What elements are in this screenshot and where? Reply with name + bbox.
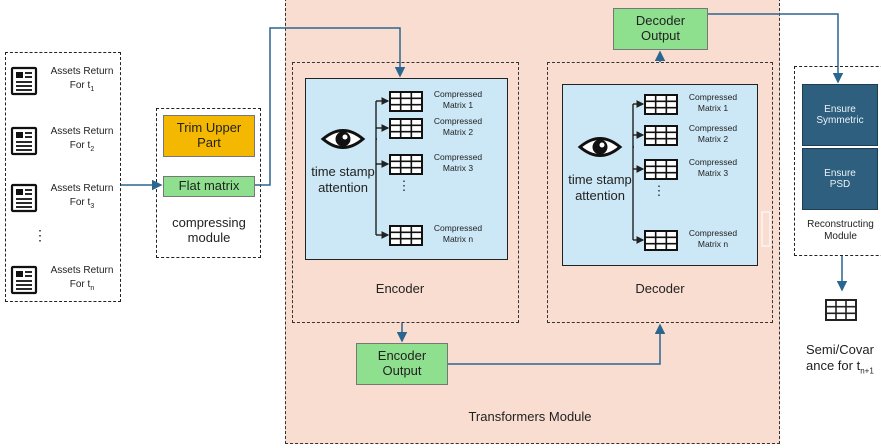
matrix-grid-icon xyxy=(389,118,423,139)
matrix-ellipsis: ⋮ xyxy=(397,178,411,193)
input-label: Assets Return xyxy=(50,66,114,77)
eye-icon xyxy=(320,129,366,149)
matrix-label: Compressed xyxy=(688,123,738,133)
matrix-label: Compressed xyxy=(433,152,483,162)
arrow-decoder-output-to-reconstruct xyxy=(708,13,844,84)
input-sub-index: 1 xyxy=(90,86,95,93)
trim-upper-part-box: Trim Upper Part xyxy=(163,115,255,157)
transformers-module-label: Transformers Module xyxy=(468,409,592,424)
output-label-line2: ance for tn+1 xyxy=(806,358,881,377)
output-label-prefix: ance for t xyxy=(806,358,861,374)
decoder-output-box: Decoder Output xyxy=(613,8,708,50)
matrix-label-index: Matrix 3 xyxy=(697,168,729,178)
matrix-label-index: Matrix 3 xyxy=(442,163,474,173)
decoder-panel xyxy=(547,62,773,323)
decoder-output-label: Decoder Output xyxy=(635,13,686,43)
input-label: Assets Return xyxy=(50,183,114,194)
output-label: Semi/Covar ance for tn+1 xyxy=(800,342,881,377)
document-icon xyxy=(10,126,38,156)
ensure-symmetric-label: Ensure Symmetric xyxy=(816,103,864,127)
reconstructing-module-label: Reconstructing Module xyxy=(807,219,874,242)
input-label: Assets Return xyxy=(50,265,114,276)
ensure-symmetric-box: Ensure Symmetric xyxy=(802,84,878,146)
flat-matrix-label: Flat matrix xyxy=(178,178,240,194)
encoder-output-box: Encoder Output xyxy=(356,343,448,385)
input-sub-prefix: For t xyxy=(69,279,91,290)
flat-matrix-box: Flat matrix xyxy=(163,176,255,197)
input-sub: For t3 xyxy=(46,197,118,211)
input-sub-prefix: For t xyxy=(69,80,91,91)
input-sub-prefix: For t xyxy=(69,197,91,208)
matrix-label-index: Matrix 1 xyxy=(697,103,729,113)
arrow-encoder-output-to-decoder xyxy=(448,323,666,365)
input-sub: For tn xyxy=(46,279,118,293)
matrix-label: Compressed xyxy=(688,157,738,167)
attention-label: time stamp attention xyxy=(311,164,375,195)
attention-label: time stamp attention xyxy=(568,172,632,203)
ensure-psd-box: Ensure PSD xyxy=(802,148,878,210)
input-sub-prefix: For t xyxy=(69,140,91,151)
matrix-grid-icon xyxy=(644,125,678,146)
matrix-label: Compressed xyxy=(433,116,483,126)
trim-upper-part-label: Trim Upper Part xyxy=(176,120,242,150)
input-label: Assets Return xyxy=(50,126,114,137)
matrix-ellipsis: ⋮ xyxy=(652,183,666,198)
compressing-module-label: compressing module xyxy=(172,215,246,245)
document-icon xyxy=(10,66,38,96)
inputs-panel xyxy=(5,52,121,302)
matrix-label-index: Matrix 1 xyxy=(442,100,474,110)
matrix-label: Compressed xyxy=(688,228,738,238)
matrix-grid-icon xyxy=(644,230,678,251)
matrix-grid-icon xyxy=(389,225,423,246)
matrix-label-index: Matrix n xyxy=(442,234,474,244)
document-icon xyxy=(10,265,38,295)
input-ellipsis: ⋮ xyxy=(33,227,47,243)
matrix-label-index: Matrix 2 xyxy=(697,134,729,144)
output-label-sub: n+1 xyxy=(860,366,874,376)
input-sub: For t1 xyxy=(46,80,118,94)
matrix-label-index: Matrix 2 xyxy=(442,127,474,137)
encoder-panel xyxy=(292,62,519,323)
matrix-label: Compressed xyxy=(433,89,483,99)
document-icon xyxy=(10,183,38,213)
input-sub-index: n xyxy=(90,285,95,292)
matrix-grid-icon xyxy=(389,91,423,112)
matrix-grid-icon xyxy=(389,154,423,175)
input-sub-index: 3 xyxy=(90,203,95,210)
matrix-label: Compressed xyxy=(433,223,483,233)
matrix-grid-icon xyxy=(644,94,678,115)
input-sub-index: 2 xyxy=(90,146,95,153)
decoder-title: Decoder xyxy=(635,281,685,296)
eye-icon xyxy=(577,137,623,157)
encoder-output-label: Encoder Output xyxy=(377,348,427,378)
input-sub: For t2 xyxy=(46,140,118,154)
output-label-line1: Semi/Covar xyxy=(806,342,874,357)
matrix-label-index: Matrix n xyxy=(697,239,729,249)
arrow-flat-to-encoder xyxy=(255,27,406,186)
matrix-grid-icon xyxy=(644,159,678,180)
ensure-psd-label: Ensure PSD xyxy=(824,167,856,191)
output-grid-icon xyxy=(825,299,857,321)
encoder-title: Encoder xyxy=(375,281,425,296)
matrix-label: Compressed xyxy=(688,92,738,102)
